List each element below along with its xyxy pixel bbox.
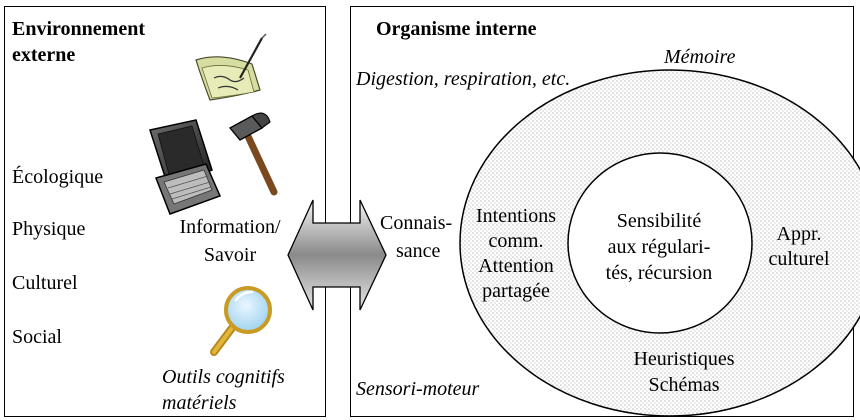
sensitivity-line: aux régulari- xyxy=(607,236,711,258)
digestion-label: Digestion, respiration, etc. xyxy=(356,68,571,90)
information-label-line2: Savoir xyxy=(203,244,257,266)
intentions-line: Attention xyxy=(478,255,554,277)
intentions-line: Intentions xyxy=(476,205,556,227)
magnifying-glass-icon xyxy=(210,286,272,356)
intentions-line: partagée xyxy=(482,280,550,302)
hammer-icon xyxy=(228,112,278,196)
sensitivity-line: Sensibilité xyxy=(616,210,702,232)
double-arrow-icon xyxy=(287,199,387,311)
heuristics-block: Heuristiques Schémas xyxy=(604,346,764,398)
laptop-icon xyxy=(149,119,222,215)
sensorimotor-label: Sensori-moteur xyxy=(356,378,480,400)
heuristics-line: Schémas xyxy=(648,374,720,396)
category-cultural: Culturel xyxy=(12,272,78,294)
intentions-line: comm. xyxy=(488,230,544,252)
intentions-block: Intentions comm. Attention partagée xyxy=(462,204,570,304)
environment-title-line2: externe xyxy=(12,44,76,66)
external-environment-panel xyxy=(4,6,326,417)
heuristics-line: Heuristiques xyxy=(633,348,735,370)
tools-label-line2: matériels xyxy=(162,392,237,414)
sensitivity-inner-ellipse xyxy=(567,152,753,334)
cultural-learning-block: Appr. culturel xyxy=(754,222,844,272)
information-label-line1: Information/ xyxy=(179,216,281,238)
category-ecological: Écologique xyxy=(12,166,104,188)
environment-title-line1: Environnement xyxy=(12,18,145,40)
organism-title: Organisme interne xyxy=(376,18,537,40)
memory-label: Mémoire xyxy=(664,46,736,68)
tools-label-line1: Outils cognitifs xyxy=(162,366,285,388)
cultural-learning-line: culturel xyxy=(768,248,830,270)
knowledge-label-line2: sance xyxy=(396,240,441,262)
sensitivity-line: tés, récursion xyxy=(605,262,713,284)
category-social: Social xyxy=(12,326,62,348)
category-physical: Physique xyxy=(12,218,86,240)
sensitivity-block: Sensibilité aux régulari- tés, récursion xyxy=(584,208,734,286)
knowledge-label-line1: Connais- xyxy=(380,212,453,234)
cultural-learning-line: Appr. xyxy=(776,223,822,245)
notepad-pen-icon xyxy=(195,33,267,101)
